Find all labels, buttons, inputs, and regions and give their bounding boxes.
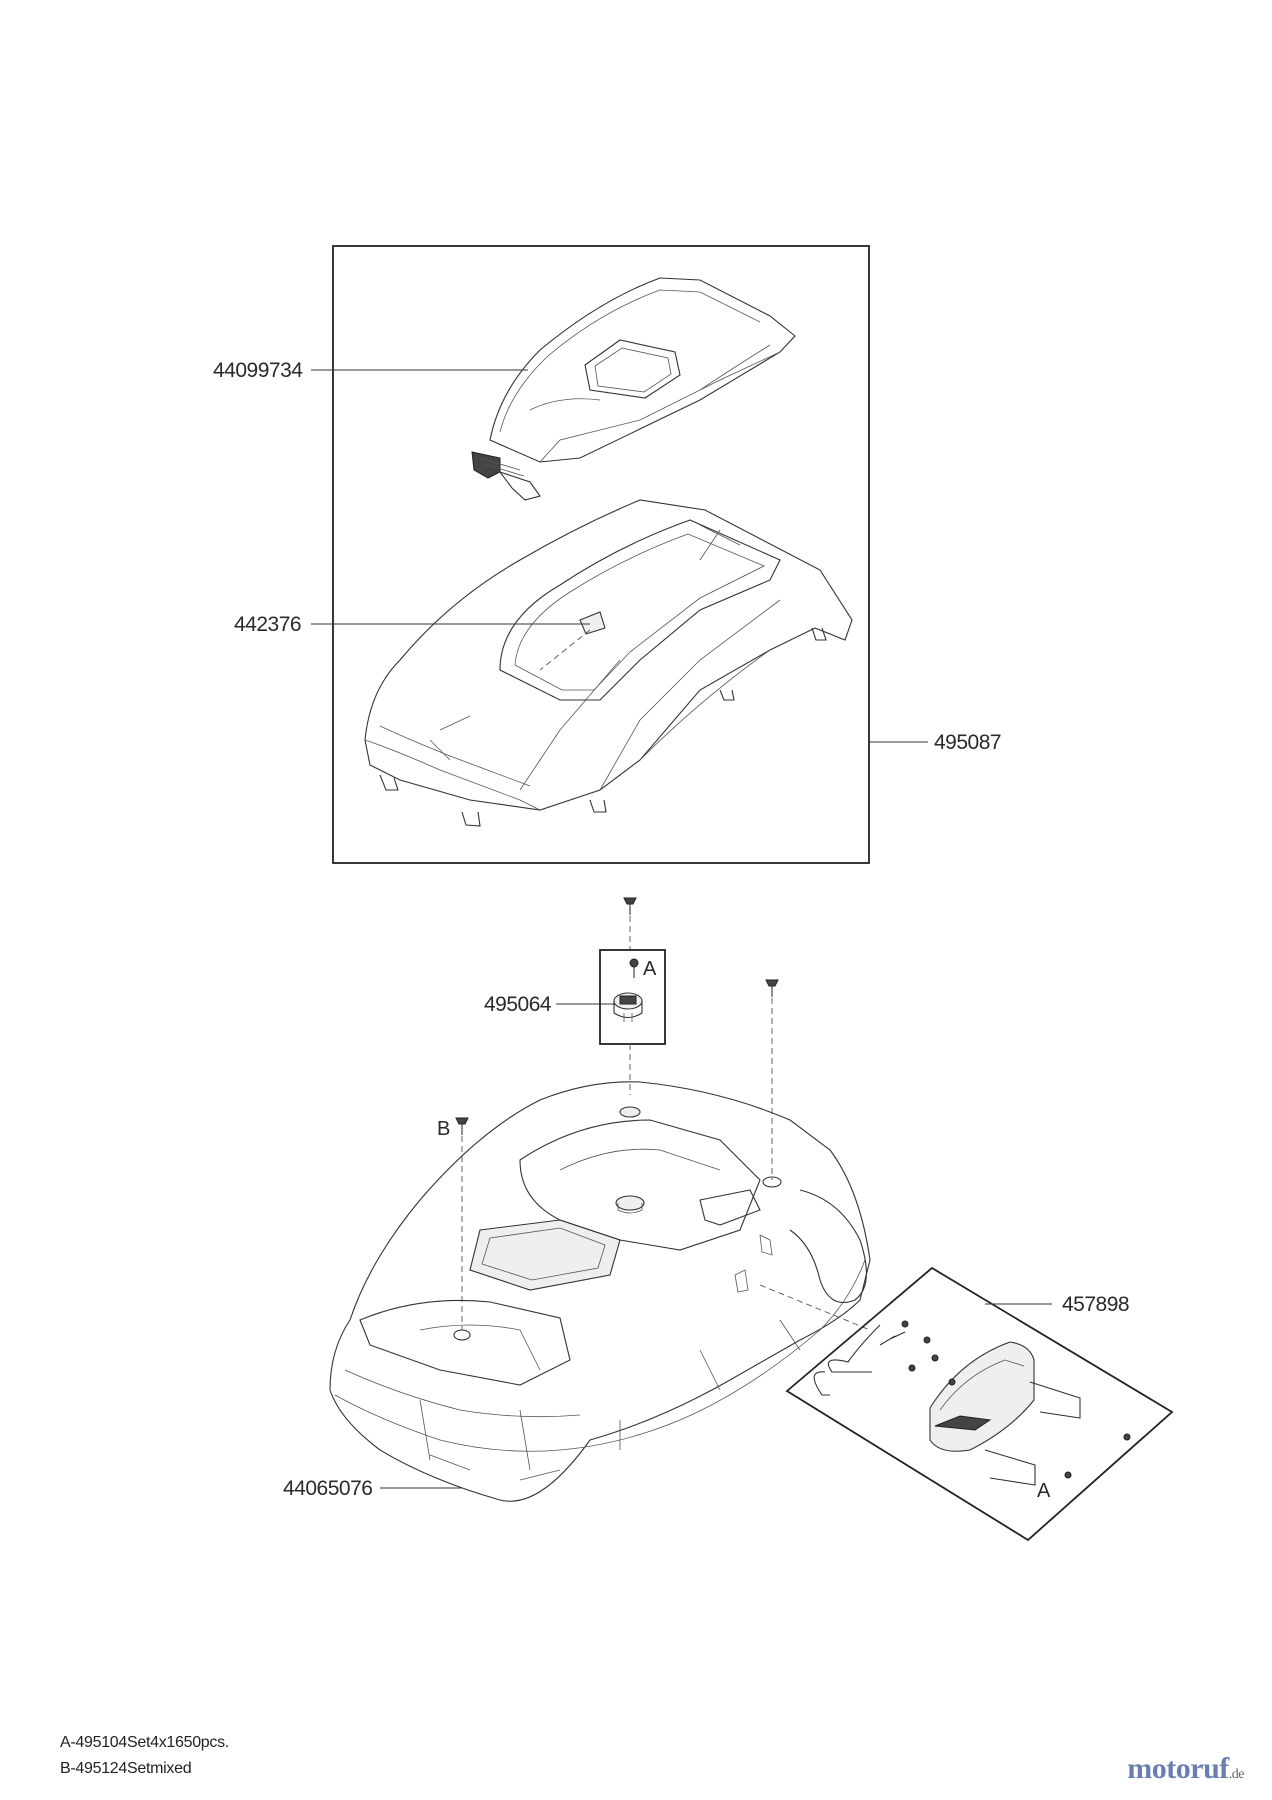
bearing-nut-icon	[613, 992, 643, 1022]
right-screw-icon	[765, 979, 779, 997]
label-457898: 457898	[1062, 1293, 1129, 1316]
display-unit-drawing	[813, 1320, 1131, 1486]
label-495064: 495064	[484, 993, 552, 1016]
label-44065076: 44065076	[283, 1477, 372, 1500]
chassis-drawing	[329, 1081, 871, 1502]
upper-assembly-frame	[332, 245, 870, 864]
top-screw-icon	[623, 897, 637, 915]
b-screw-icon	[455, 1117, 469, 1135]
label-495087: 495087	[934, 731, 1001, 754]
label-44099734: 44099734	[213, 359, 303, 382]
letter-a-box: A	[643, 958, 657, 980]
letter-a-panel: A	[1037, 1480, 1051, 1502]
top-shell-drawing	[364, 499, 853, 827]
footnote-set-a: A-495104Set4x1650pcs.	[60, 1734, 229, 1751]
detail-box-495064	[599, 949, 666, 1045]
motoruf-logo: motoruf.de	[1127, 1752, 1244, 1786]
letter-b-screw: B	[437, 1118, 450, 1140]
brand-name: motoruf	[1127, 1752, 1229, 1785]
panel-457898-frame	[785, 1266, 1174, 1542]
label-442376: 442376	[234, 613, 301, 636]
box-screw-icon	[629, 958, 639, 978]
hatch-cover-drawing	[471, 277, 796, 501]
brand-tld: .de	[1228, 1767, 1245, 1782]
footnote-set-b: B-495124Setmixed	[60, 1760, 192, 1777]
